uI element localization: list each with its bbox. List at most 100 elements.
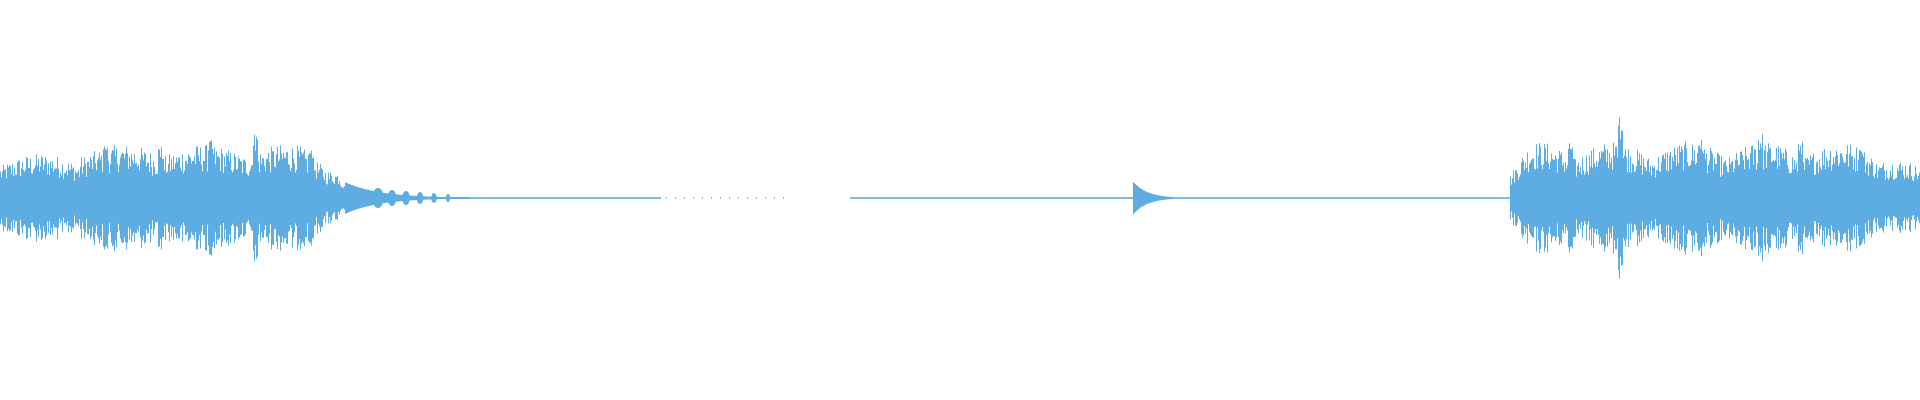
waveform-sample <box>1684 144 1685 252</box>
waveform-sample <box>885 197 886 199</box>
waveform-sample <box>1636 165 1637 231</box>
waveform-sample <box>1433 197 1434 199</box>
waveform-sample <box>1465 197 1466 199</box>
waveform-sample <box>1483 197 1484 199</box>
waveform-sample <box>1314 197 1315 199</box>
waveform-sample <box>1537 168 1538 228</box>
waveform-sample <box>1474 197 1475 199</box>
waveform-sample <box>1747 160 1748 236</box>
waveform-sample <box>577 197 578 199</box>
waveform-sample <box>1284 197 1285 199</box>
waveform-sample <box>1559 150 1560 246</box>
waveform-sample <box>482 197 483 199</box>
waveform-sample <box>1523 160 1524 236</box>
waveform-sample <box>985 197 986 199</box>
waveform-sample <box>587 197 588 199</box>
waveform-sample <box>1300 197 1301 199</box>
waveform-sample <box>299 157 300 239</box>
waveform-sample <box>1723 163 1724 233</box>
waveform-sample <box>539 197 540 199</box>
waveform-sample <box>1 177 2 219</box>
waveform-sample <box>1160 195 1161 201</box>
waveform-sample <box>1587 171 1588 225</box>
waveform-sample <box>1407 197 1408 199</box>
waveform-sample <box>291 167 292 229</box>
waveform-sample <box>1446 197 1447 199</box>
waveform-sample <box>1322 197 1323 199</box>
waveform-sample <box>1149 192 1150 204</box>
waveform-sample <box>1324 197 1325 199</box>
waveform-sample <box>472 197 473 199</box>
waveform-sample <box>1484 197 1485 199</box>
waveform-sample <box>462 197 463 199</box>
waveform-sample <box>368 189 369 207</box>
waveform-sample <box>173 156 174 240</box>
waveform-sample <box>1182 197 1183 199</box>
waveform-sample <box>109 172 110 224</box>
waveform-sample <box>567 197 568 199</box>
waveform-sample <box>1027 197 1028 199</box>
waveform-sample <box>1831 170 1832 226</box>
waveform-sample <box>1107 197 1108 199</box>
waveform-sample <box>1358 197 1359 199</box>
waveform-sample <box>1707 172 1708 224</box>
waveform-sample <box>1803 162 1804 234</box>
waveform-sample <box>187 163 188 233</box>
waveform-sample <box>600 197 601 199</box>
waveform-sample <box>632 197 633 199</box>
waveform-sample <box>586 197 587 199</box>
waveform-sample <box>1752 145 1753 251</box>
waveform-sample <box>363 188 364 208</box>
waveform-sample <box>880 197 881 199</box>
waveform-sample <box>192 161 193 235</box>
waveform-sample <box>1226 197 1227 199</box>
waveform-sample <box>1452 197 1453 199</box>
waveform-sample <box>738 197 739 199</box>
waveform-sample <box>1307 197 1308 199</box>
waveform-sample <box>81 157 82 239</box>
waveform-sample <box>1154 194 1155 202</box>
waveform-sample <box>1916 174 1917 222</box>
waveform-sample <box>936 197 937 199</box>
waveform-sample <box>1893 179 1894 217</box>
waveform-sample <box>1015 197 1016 199</box>
waveform-sample <box>1274 197 1275 199</box>
waveform-sample <box>292 148 293 248</box>
waveform-sample <box>1271 197 1272 199</box>
waveform-sample <box>14 167 15 229</box>
waveform-sample <box>907 197 908 199</box>
waveform-sample <box>1327 197 1328 199</box>
waveform-sample <box>127 153 128 243</box>
waveform-sample <box>457 197 458 199</box>
waveform-sample <box>72 168 73 228</box>
waveform-sample <box>569 197 570 199</box>
waveform-sample <box>931 197 932 199</box>
waveform-sample <box>555 197 556 199</box>
waveform-sample <box>1799 150 1800 246</box>
waveform-sample <box>1337 197 1338 199</box>
waveform-sample <box>1536 144 1537 252</box>
waveform-sample <box>516 197 517 199</box>
waveform-sample <box>617 197 618 199</box>
waveform-sample <box>1782 158 1783 238</box>
waveform-sample <box>1159 195 1160 201</box>
waveform-sample <box>1075 197 1076 199</box>
waveform-sample <box>1857 170 1858 226</box>
waveform-sample <box>1264 197 1265 199</box>
waveform-sample <box>171 159 172 237</box>
waveform-sample <box>579 197 580 199</box>
waveform-sample <box>1879 167 1880 229</box>
waveform-sample <box>184 170 185 226</box>
waveform-sample <box>1175 197 1176 199</box>
waveform-sample <box>1132 197 1133 199</box>
waveform-sample <box>1895 178 1896 218</box>
waveform-sample <box>1231 197 1232 199</box>
waveform-sample <box>1693 160 1694 236</box>
waveform-sample <box>1018 197 1019 199</box>
waveform-sample <box>226 152 227 244</box>
waveform-sample <box>1429 197 1430 199</box>
waveform-sample <box>1551 153 1552 243</box>
waveform-sample <box>615 197 616 199</box>
